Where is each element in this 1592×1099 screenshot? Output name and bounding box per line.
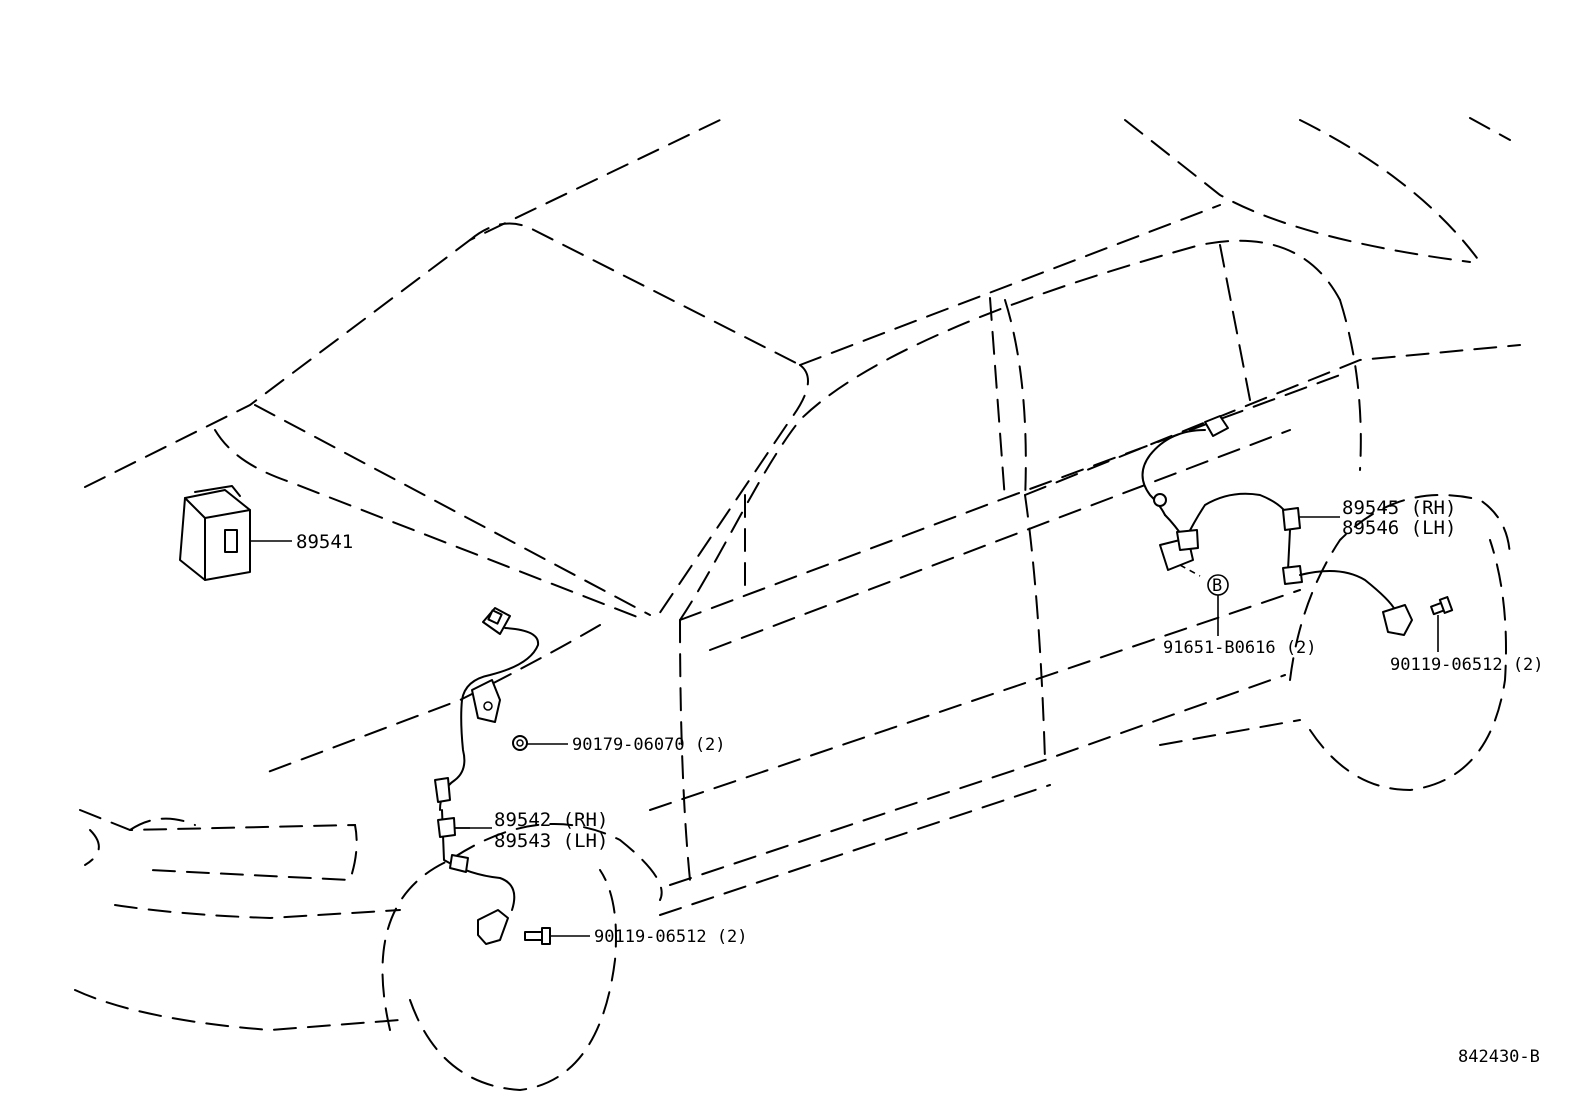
label-rear-clamp-bolt: 91651-B0616 (2) xyxy=(1163,638,1317,658)
ref-marker-b-text: B xyxy=(1212,576,1222,596)
front-speed-sensor xyxy=(434,607,540,945)
rear-speed-sensor xyxy=(1141,415,1413,636)
label-rear-sensor-lh: 89546 (LH) xyxy=(1342,517,1456,539)
car-body-outline xyxy=(74,117,1521,1092)
label-diagram-code: 842430-B xyxy=(1458,1047,1540,1067)
label-ecu: 89541 xyxy=(296,531,353,553)
ref-marker-b: B xyxy=(1179,564,1229,636)
label-front-sensor-rh: 89542 (RH) xyxy=(494,809,608,831)
label-rear-bolt: 90119-06512 (2) xyxy=(1390,655,1544,675)
label-front-clip: 90179-06070 (2) xyxy=(572,735,726,755)
label-rear-sensor-rh: 89545 (RH) xyxy=(1342,497,1456,519)
abs-computer-89541 xyxy=(179,485,292,581)
front-bolt-90119 xyxy=(524,927,590,945)
label-front-sensor-lh: 89543 (LH) xyxy=(494,830,608,852)
label-front-bolt: 90119-06512 (2) xyxy=(594,927,748,947)
front-clip-90179 xyxy=(512,735,568,751)
rear-bolt-90119 xyxy=(1430,596,1454,652)
